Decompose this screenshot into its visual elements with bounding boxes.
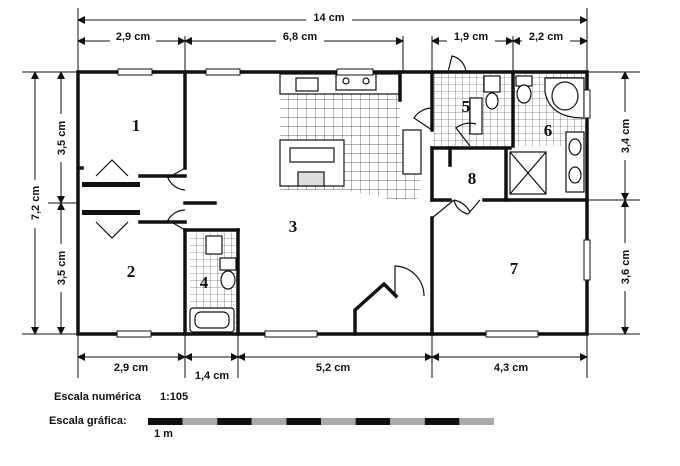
- numeric-scale-label: Escala numérica: [54, 391, 141, 403]
- dim-left-1: 3,5 cm: [56, 121, 68, 155]
- stove: [335, 73, 377, 91]
- scale-segment: [355, 418, 391, 425]
- dim-right-2: 3,6 cm: [620, 250, 632, 284]
- dim-left-total: 7,2 cm: [30, 186, 42, 220]
- dim-bottom-2: 1,4 cm: [195, 370, 229, 382]
- kitchen-sink: [295, 77, 319, 92]
- bathroom-fixtures: [469, 75, 585, 195]
- right-dimensions: [587, 71, 640, 335]
- room-3-label: 3: [289, 217, 298, 236]
- dim-bottom-4: 4,3 cm: [494, 362, 528, 374]
- dim-top-1: 2,9 cm: [116, 31, 150, 43]
- scale-segment: [148, 418, 183, 425]
- dim-bottom-1: 2,9 cm: [114, 362, 148, 374]
- sink-4: [205, 235, 223, 255]
- room-8-label: 8: [468, 169, 477, 188]
- scale-unit-label: 1 m: [154, 428, 173, 440]
- toilet-4-tank: [219, 257, 237, 271]
- kitchen-cabinet: [402, 129, 422, 175]
- dim-top-total: 14 cm: [313, 12, 344, 24]
- graphic-scale-bar: [148, 418, 494, 425]
- scale-segment: [390, 418, 425, 425]
- room-4-label: 4: [200, 273, 209, 292]
- numeric-scale-value: 1:105: [160, 391, 189, 403]
- dim-bottom-3: 5,2 cm: [316, 362, 350, 374]
- scale-segment: [424, 418, 460, 425]
- bottom-dimensions: [77, 334, 588, 378]
- walls: [76, 70, 589, 336]
- doors: [95, 55, 481, 297]
- dim-right-1: 3,4 cm: [620, 119, 632, 153]
- top-dimension-labels: 14 cm 2,9 cm 6,8 cm 1,9 cm 2,2 cm: [110, 11, 570, 44]
- dim-top-3: 1,9 cm: [454, 31, 488, 43]
- dim-top-4: 2,2 cm: [529, 31, 563, 43]
- toilet-5: [483, 75, 501, 93]
- bathroom-4-fixtures: [189, 235, 237, 333]
- right-dimension-labels: 3,4 cm 3,6 cm: [618, 112, 632, 291]
- room-2-label: 2: [127, 262, 136, 281]
- scale-segment: [217, 418, 252, 425]
- scale-segment: [286, 418, 321, 425]
- room-6-label: 6: [544, 121, 553, 140]
- room-labels: 1 2 3 4 5 6 7 8: [127, 97, 553, 292]
- graphic-scale-label: Escala gráfica:: [49, 415, 127, 427]
- room-7-label: 7: [510, 259, 519, 278]
- scale-segment: [459, 418, 494, 425]
- dim-top-2: 6,8 cm: [283, 31, 317, 43]
- hallway-closet: [82, 182, 140, 215]
- scale-segment: [321, 418, 356, 425]
- bottom-dimension-labels: 2,9 cm 1,4 cm 5,2 cm 4,3 cm: [114, 362, 528, 382]
- scale-segment: [182, 418, 218, 425]
- left-dimension-labels: 7,2 cm 3,5 cm 3,5 cm: [28, 114, 68, 292]
- room-5-label: 5: [462, 97, 471, 116]
- room-1-label: 1: [132, 116, 141, 135]
- windows: [116, 68, 591, 338]
- dim-left-2: 3,5 cm: [56, 251, 68, 285]
- kitchen-fixtures: [279, 73, 422, 187]
- vanity-5: [469, 97, 483, 135]
- scale-segment: [251, 418, 287, 425]
